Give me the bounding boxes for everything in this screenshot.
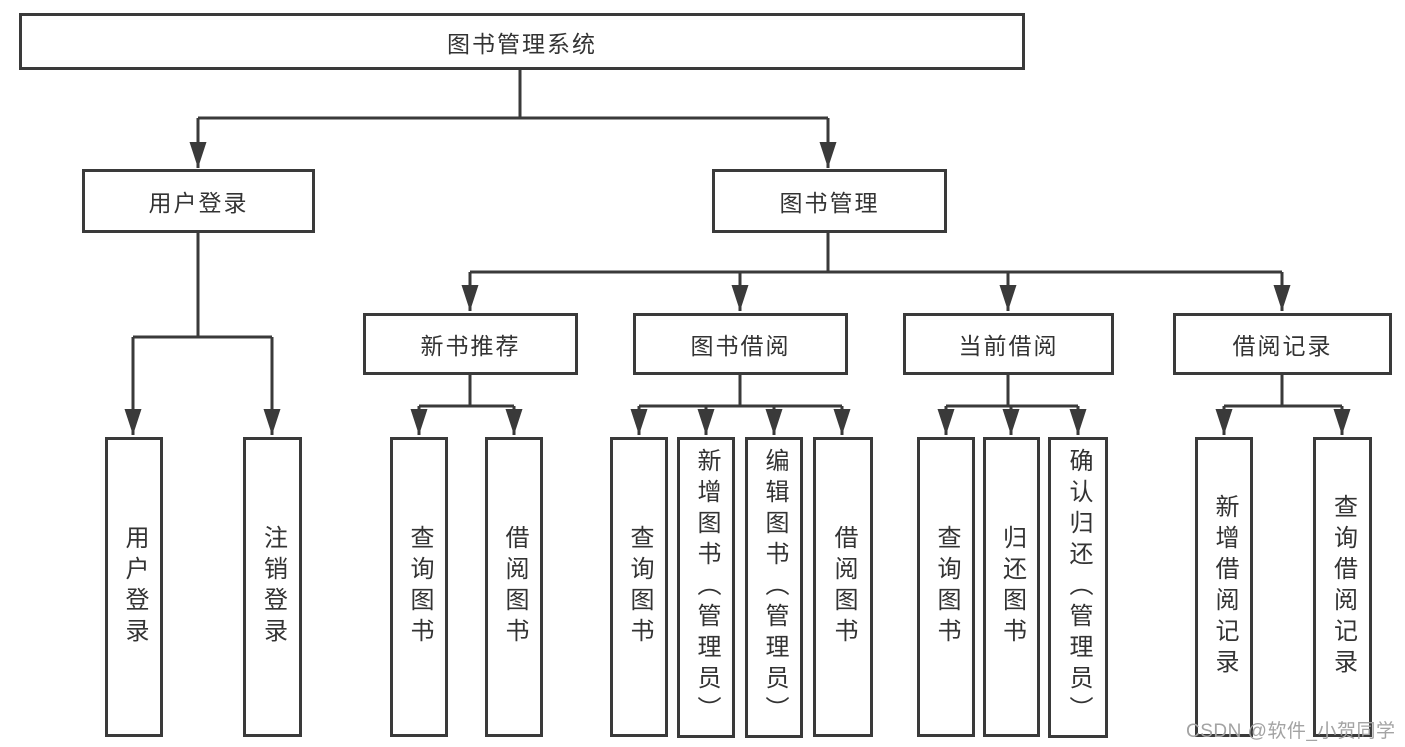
node-label: 归还图书 [998, 525, 1026, 649]
connector-current-borrow-to-leaves [937, 375, 1087, 435]
node-current-borrow: 当前借阅 [903, 313, 1114, 375]
node-label: 图书管理 [779, 190, 880, 216]
node-leaf-borrow-books-2: 借阅图书 [813, 437, 873, 737]
node-label: 注销登录 [259, 525, 287, 649]
node-label: 当前借阅 [958, 333, 1059, 359]
connector-book-management-to-level2 [461, 233, 1291, 311]
node-label: 编辑图书（管理员） [761, 448, 788, 727]
node-borrow-record: 借阅记录 [1173, 313, 1392, 375]
connector-borrow-record-to-leaves [1215, 375, 1351, 435]
node-label: 查询图书 [933, 525, 960, 649]
node-label: 借阅记录 [1232, 333, 1333, 359]
node-book-management: 图书管理 [712, 169, 947, 233]
node-leaf-query-books-1: 查询图书 [390, 437, 448, 737]
node-label: 新增图书（管理员） [693, 448, 720, 727]
node-label: 查询借阅记录 [1329, 494, 1357, 680]
watermark: CSDN @软件_小贺同学 [1186, 721, 1396, 742]
node-label: 用户登录 [148, 190, 249, 216]
node-label: 新增借阅记录 [1211, 494, 1238, 680]
node-label: 查询图书 [626, 525, 653, 649]
node-leaf-borrow-books-1: 借阅图书 [485, 437, 543, 737]
node-book-borrow: 图书借阅 [633, 313, 848, 375]
node-leaf-add-books-admin: 新增图书（管理员） [677, 437, 735, 738]
node-label: 借阅图书 [830, 525, 857, 649]
node-leaf-confirm-return-admin: 确认归还（管理员） [1048, 437, 1108, 738]
node-label: 借阅图书 [501, 525, 528, 649]
connector-new-book-rec-to-leaves [410, 375, 523, 435]
node-leaf-query-borrow-record: 查询借阅记录 [1313, 437, 1372, 737]
node-library-management-system: 图书管理系统 [19, 13, 1025, 70]
node-label: 查询图书 [406, 525, 433, 649]
node-label: 图书借阅 [690, 333, 791, 359]
connector-user-login-to-leaves [124, 233, 281, 435]
node-leaf-query-books-3: 查询图书 [917, 437, 975, 737]
node-leaf-logout: 注销登录 [243, 437, 302, 737]
node-label: 图书管理系统 [447, 30, 597, 57]
node-leaf-user-login: 用户登录 [105, 437, 163, 737]
node-label: 确认归还（管理员） [1065, 448, 1092, 727]
node-user-login: 用户登录 [82, 169, 315, 233]
node-leaf-add-borrow-record: 新增借阅记录 [1195, 437, 1253, 737]
connector-book-borrow-to-leaves [630, 375, 851, 435]
connector-root-to-level1 [189, 70, 837, 168]
node-label: 用户登录 [121, 525, 148, 649]
node-label: 新书推荐 [420, 333, 521, 359]
node-leaf-edit-books-admin: 编辑图书（管理员） [745, 437, 803, 738]
node-new-book-recommend: 新书推荐 [363, 313, 578, 375]
node-leaf-return-books: 归还图书 [983, 437, 1040, 737]
node-leaf-query-books-2: 查询图书 [610, 437, 668, 737]
